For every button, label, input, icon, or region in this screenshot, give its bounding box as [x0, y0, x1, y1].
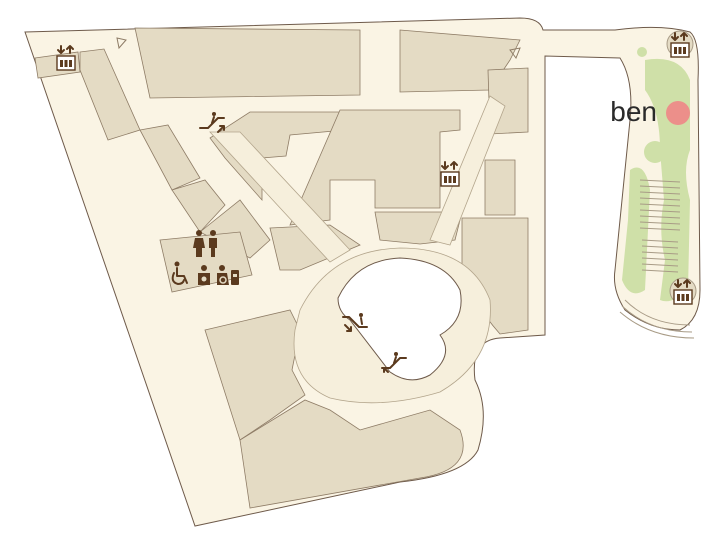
planter — [655, 61, 669, 75]
location-marker[interactable]: ben — [610, 96, 690, 127]
marker-dot[interactable] — [666, 101, 690, 125]
escalator-icon — [199, 112, 225, 133]
planter — [637, 47, 647, 57]
store-blocks — [34, 27, 529, 509]
diaper-change-icon — [217, 265, 239, 285]
elevator-icon — [440, 161, 460, 187]
escalator-icon — [342, 313, 368, 332]
rotunda — [293, 247, 491, 404]
restroom-icon — [193, 230, 217, 257]
entrance-marker — [509, 47, 521, 60]
planter — [674, 74, 686, 86]
nursing-room-icon — [198, 265, 210, 285]
park-area-west — [622, 167, 650, 294]
elevator-icon — [56, 45, 76, 71]
planter — [644, 141, 666, 163]
escalator-icon — [381, 352, 407, 373]
elevator-icon — [669, 277, 697, 305]
accessible-restroom-icon — [171, 261, 188, 285]
elevator-icon — [666, 30, 694, 58]
walkway-diagonal — [209, 131, 351, 263]
entrance-marker — [116, 37, 127, 50]
walkway-diagonal-east — [429, 95, 506, 246]
stairs — [619, 179, 695, 339]
marker-label: ben — [610, 96, 657, 127]
